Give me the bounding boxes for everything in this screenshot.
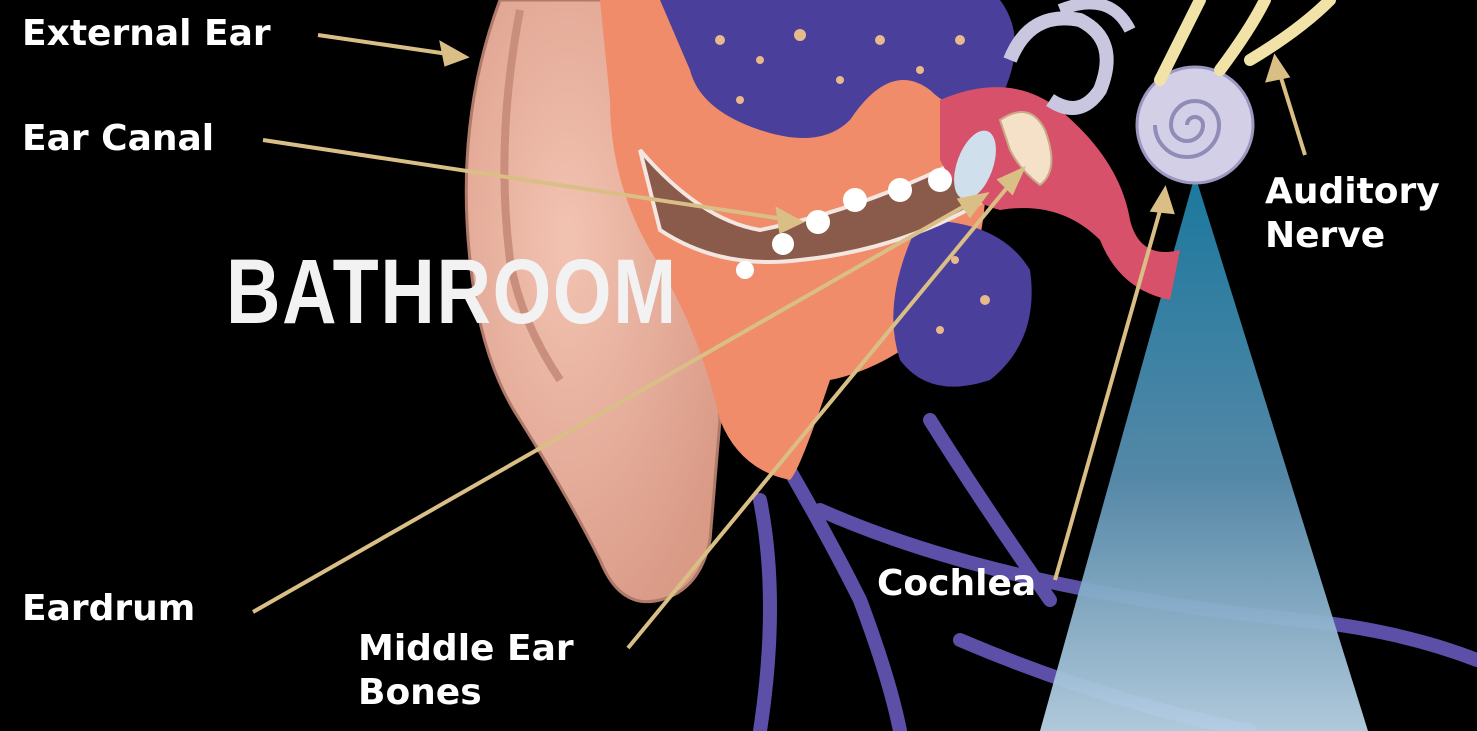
pointer-external-ear <box>318 35 455 55</box>
label-auditory-nerve-line2: Nerve <box>1265 214 1440 258</box>
pointer-auditory-nerve <box>1278 68 1305 155</box>
sound-source-label: BATHROOM <box>226 240 678 345</box>
label-cochlea: Cochlea <box>877 562 1036 606</box>
label-external-ear: External Ear <box>22 12 271 56</box>
label-eardrum: Eardrum <box>22 587 195 631</box>
label-middle-ear-bones: Middle Ear Bones <box>358 627 574 715</box>
label-ear-canal: Ear Canal <box>22 117 214 161</box>
label-middle-ear-bones-line2: Bones <box>358 671 574 715</box>
label-middle-ear-bones-line1: Middle Ear <box>358 627 574 671</box>
label-auditory-nerve: Auditory Nerve <box>1265 170 1440 258</box>
label-auditory-nerve-line1: Auditory <box>1265 170 1440 214</box>
